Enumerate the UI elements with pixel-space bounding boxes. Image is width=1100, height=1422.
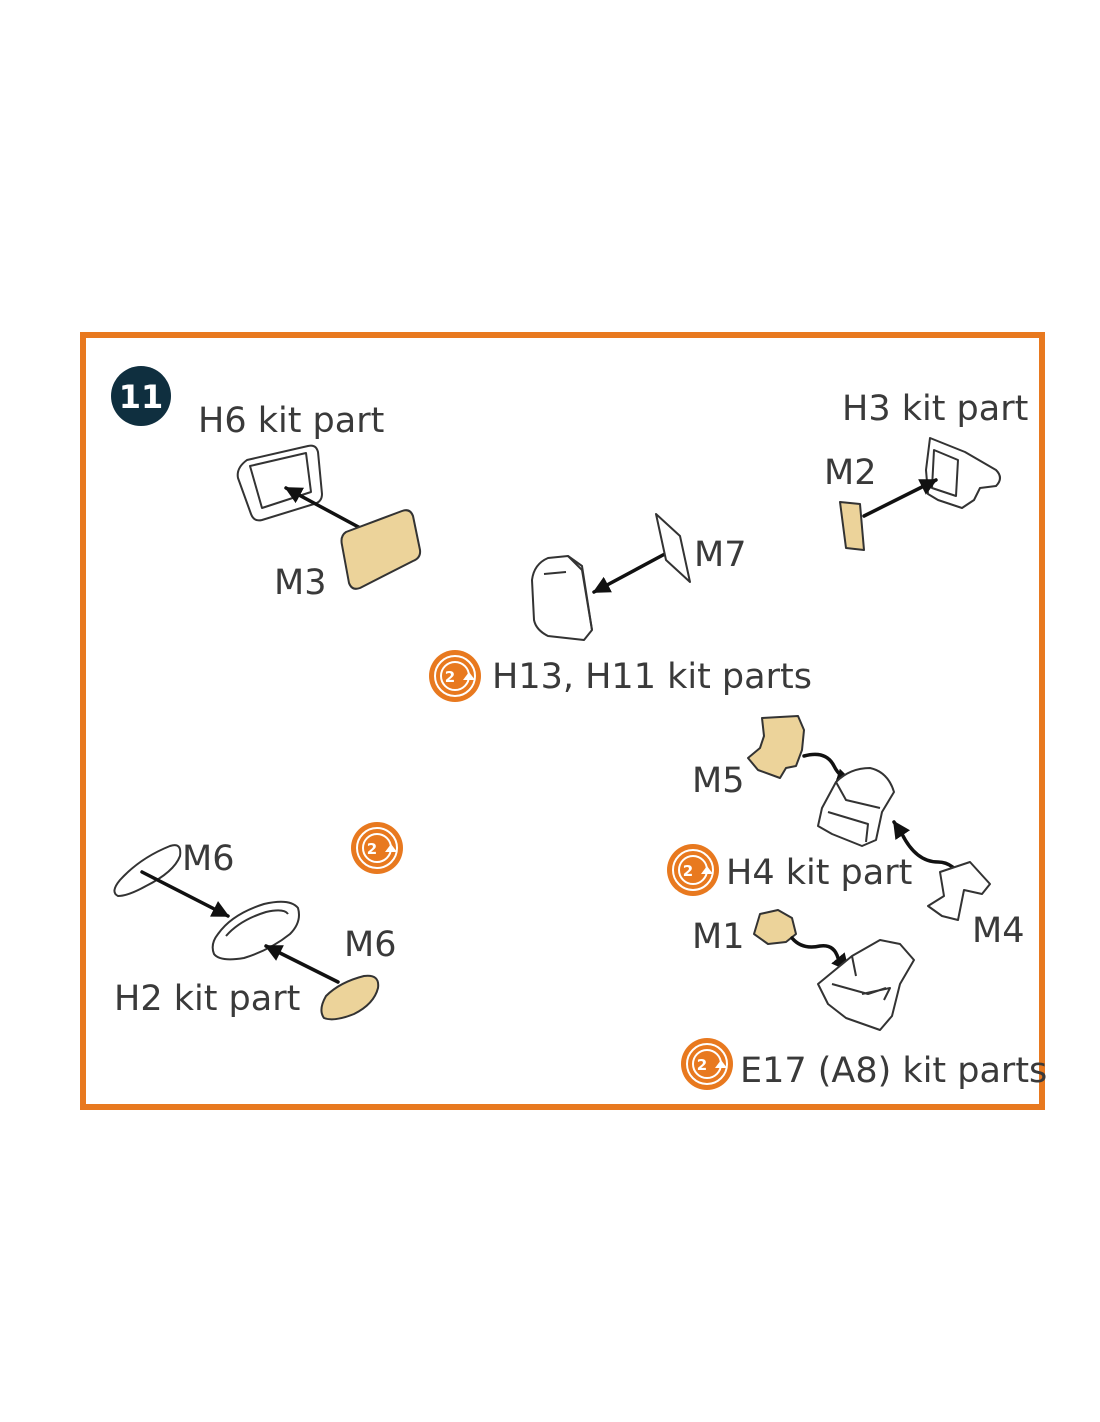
h4-kit-part: [817, 767, 895, 847]
e17-a8-kit-part: [817, 939, 915, 1031]
arrow-m7-to-h13: [592, 546, 678, 594]
h2-kit-part-inner: [225, 909, 289, 937]
m4-label: M4: [972, 911, 1024, 951]
step-number-badge: [111, 366, 171, 426]
h13-h11-kit-part: [531, 555, 593, 641]
m5-label: M5: [692, 761, 744, 801]
rotate-icon-number: 2: [367, 840, 377, 858]
arrow-m6-to-h2-top: [140, 870, 230, 918]
h3-kit-part: [925, 437, 1001, 509]
h13-h11-label: H13, H11 kit parts: [492, 657, 812, 697]
m2-photoetch-part: [839, 501, 865, 551]
arrow-m6-to-h2-bottom: [264, 944, 340, 984]
h4-kit-part-detail: [827, 781, 881, 843]
m6-top-part: [113, 844, 182, 897]
e17-label: E17 (A8) kit parts: [740, 1051, 1047, 1091]
m6-bottom-label: M6: [344, 925, 396, 965]
h3-label: H3 kit part: [842, 389, 1028, 429]
m3-photoetch-part: [340, 509, 422, 590]
h6-kit-part-inner: [249, 452, 312, 509]
h4-label: H4 kit part: [726, 853, 912, 893]
m2-label: M2: [824, 453, 876, 493]
rotate-icon-number: 2: [697, 1056, 707, 1074]
rotate-icon-number: 2: [683, 862, 693, 880]
m1-photoetch-part: [753, 909, 797, 945]
arrow-m2-to-h3: [862, 478, 938, 518]
step-frame: [80, 332, 1045, 1110]
h3-kit-part-window: [931, 449, 959, 497]
m4-part: [927, 861, 991, 921]
h6-label: H6 kit part: [198, 401, 384, 441]
h2-label: H2 kit part: [114, 979, 300, 1019]
h2-kit-part: [211, 900, 300, 961]
m6-top-label: M6: [182, 839, 234, 879]
arrow-m1-to-e17: [790, 936, 850, 972]
m7-part: [655, 513, 691, 583]
e17-a8-kit-part-detail: [831, 955, 891, 1001]
rotate-icon-number: 2: [445, 668, 455, 686]
m1-label: M1: [692, 917, 744, 957]
h13-h11-kit-part-detail: [543, 555, 593, 631]
m6-bottom-photoetch-part: [320, 974, 380, 1021]
step-number: 11: [119, 378, 164, 416]
m5-photoetch-part: [747, 715, 805, 779]
arrow-m3-to-h6: [284, 486, 366, 532]
m3-label: M3: [274, 563, 326, 603]
m7-label: M7: [694, 535, 746, 575]
